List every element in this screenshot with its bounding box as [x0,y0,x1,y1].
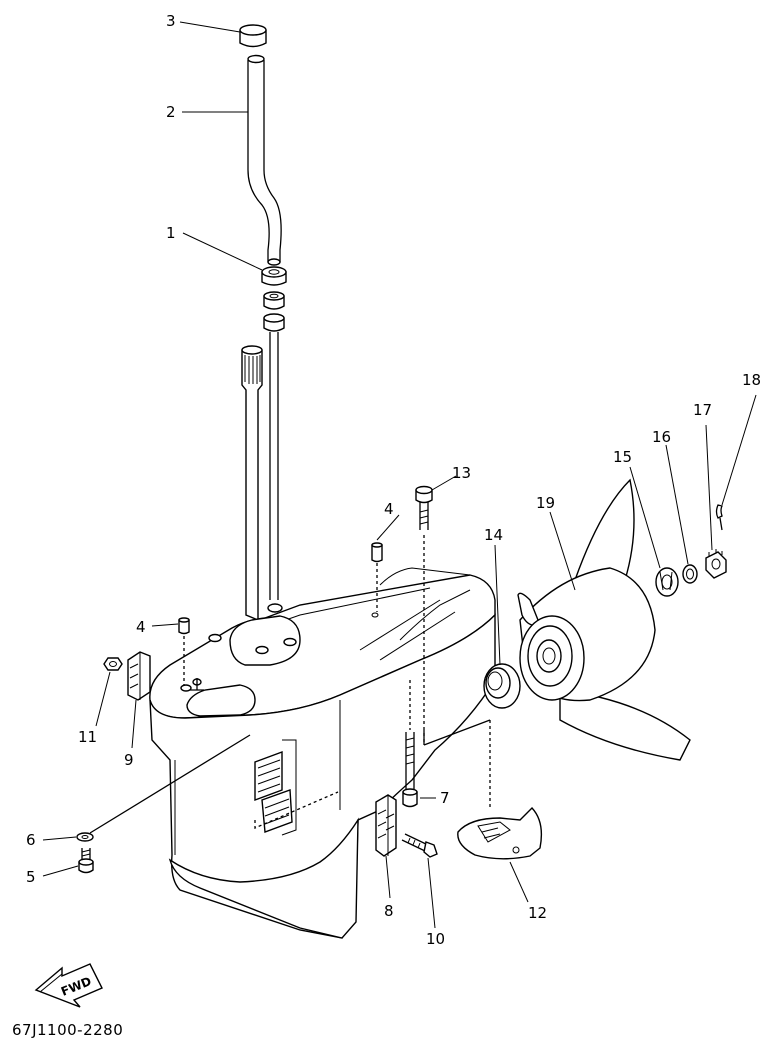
drive-shaft [241,332,279,622]
label-part-2: 2 [166,103,176,121]
part-16-washer [682,564,698,584]
part-17-nut [705,549,727,579]
part-15-spacer [655,567,679,597]
part-6-washer [76,734,251,842]
part-12-trim-tab [457,720,543,860]
label-part-14: 14 [484,526,503,544]
part-5-bolt [78,848,94,874]
part-19-propeller [517,478,691,761]
part-3-grommet [239,24,267,48]
part-4-pin-left [178,617,190,685]
label-part-19: 19 [536,494,555,512]
part-11-nut [103,657,123,671]
part-2-water-tube [247,54,282,266]
label-part-18: 18 [742,371,761,389]
part-14-thrust-washer [483,663,521,709]
label-part-1: 1 [166,224,176,242]
part-9-anode [127,651,204,701]
part-10-bolt [401,833,438,858]
part-1-seal-stack [261,266,287,332]
label-part-4-right: 4 [384,500,394,518]
label-part-3: 3 [166,12,176,30]
part-13-bolt [415,485,491,746]
label-part-11: 11 [78,728,97,746]
drawing-code: 67J1100-2280 [12,1021,123,1039]
label-part-8: 8 [384,902,394,920]
label-part-16: 16 [652,428,671,446]
part-18-cotter-pin [715,504,723,531]
label-part-10: 10 [426,930,445,948]
label-part-17: 17 [693,401,712,419]
label-part-4-left: 4 [136,618,146,636]
label-part-9: 9 [124,751,134,769]
fwd-arrow-icon: FWD [34,963,103,1008]
label-part-7: 7 [440,789,450,807]
leader-lines [42,21,757,929]
lower-unit-housing [149,567,496,939]
label-part-5: 5 [26,868,36,886]
part-8-anode [375,794,397,857]
label-part-13: 13 [452,464,471,482]
label-part-6: 6 [26,831,36,849]
part-4-pin-right [371,542,383,612]
label-part-12: 12 [528,904,547,922]
label-part-15: 15 [613,448,632,466]
part-7-bolt [402,680,418,808]
